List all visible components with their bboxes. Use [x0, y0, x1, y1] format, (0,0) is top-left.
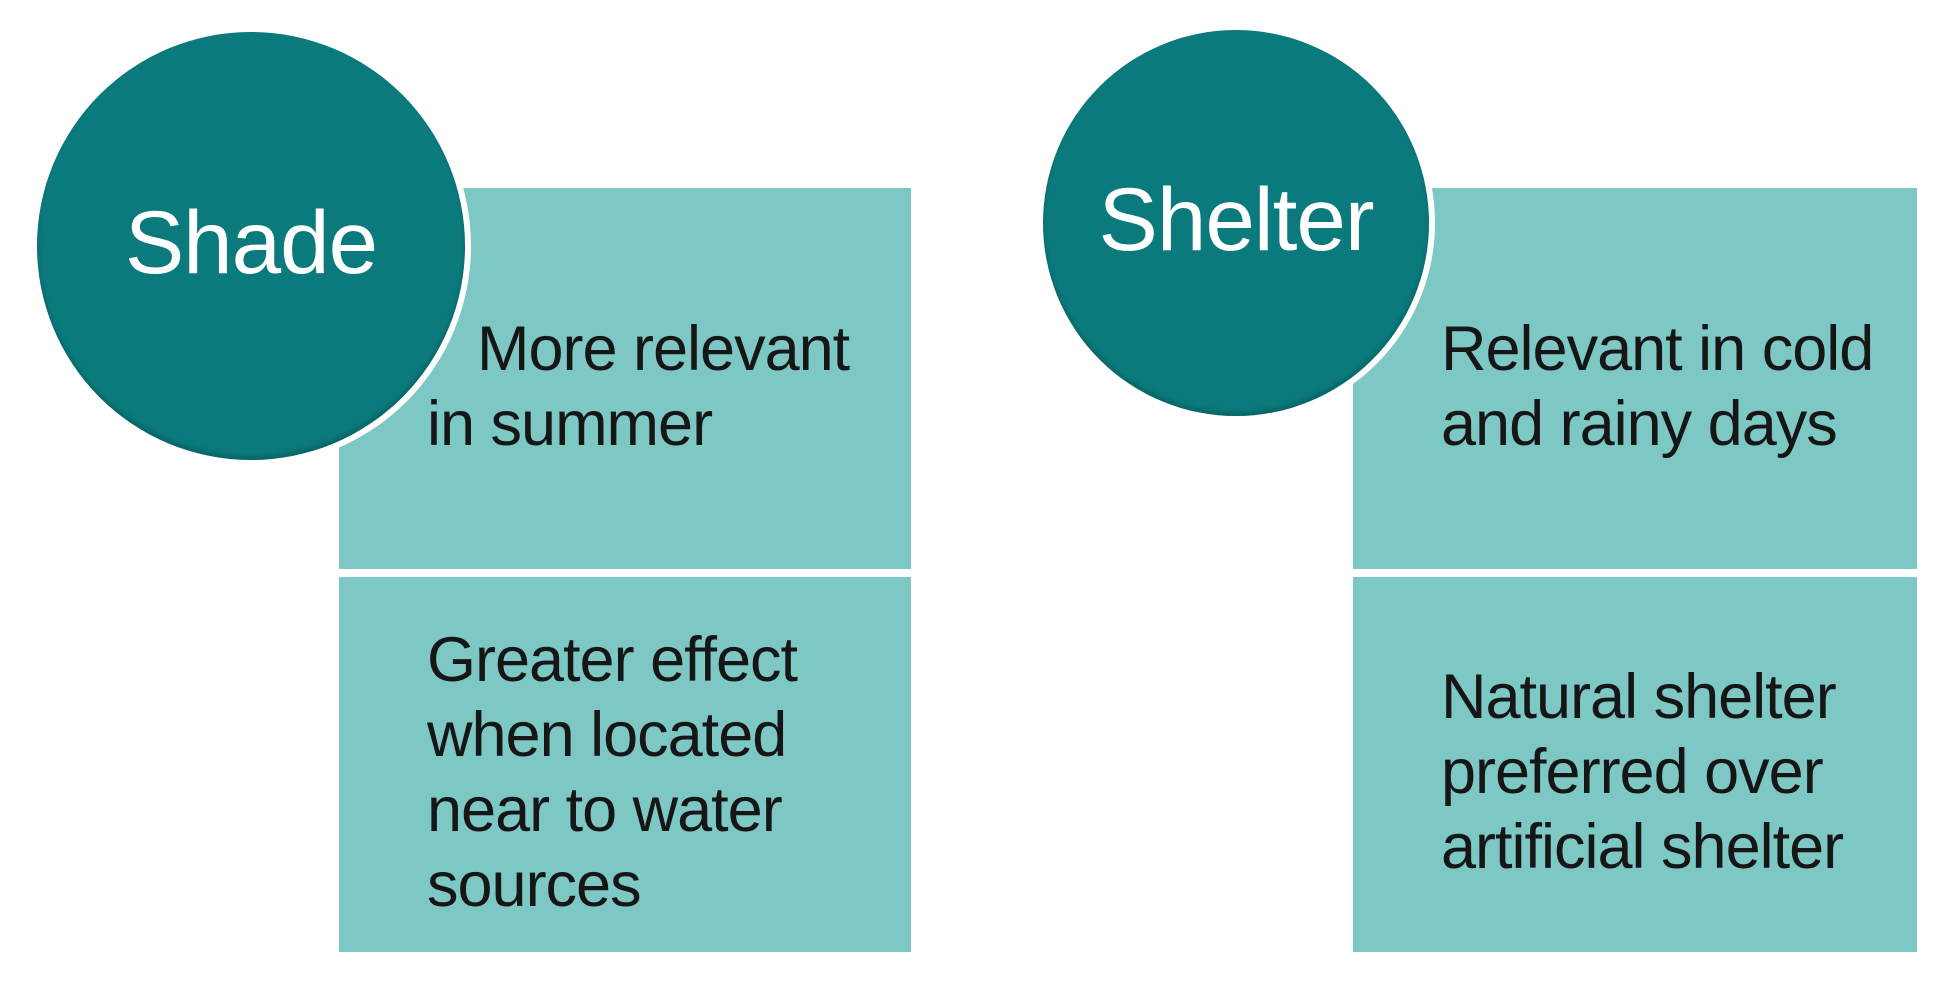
shelter-circle: Shelter	[1043, 30, 1429, 416]
shelter-info-text-cold: Relevant in cold and rainy days	[1441, 313, 1874, 459]
shade-info-text-summer: More relevant in summer	[427, 313, 850, 459]
shade-info-text-water: Greater effect when located near to wate…	[427, 624, 798, 920]
shade-info-box-water: Greater effect when located near to wate…	[339, 577, 911, 952]
shelter-info-box-natural: Natural shelter preferred over artificia…	[1353, 577, 1917, 952]
shade-circle: Shade	[37, 32, 465, 460]
shade-info-box-summer: More relevant in summer	[339, 188, 911, 569]
shelter-circle-label: Shelter	[1098, 168, 1375, 269]
shade-circle-label: Shade	[124, 191, 378, 292]
shelter-info-box-cold: Relevant in cold and rainy days	[1353, 188, 1917, 569]
shelter-info-text-natural: Natural shelter preferred over artificia…	[1441, 662, 1844, 882]
